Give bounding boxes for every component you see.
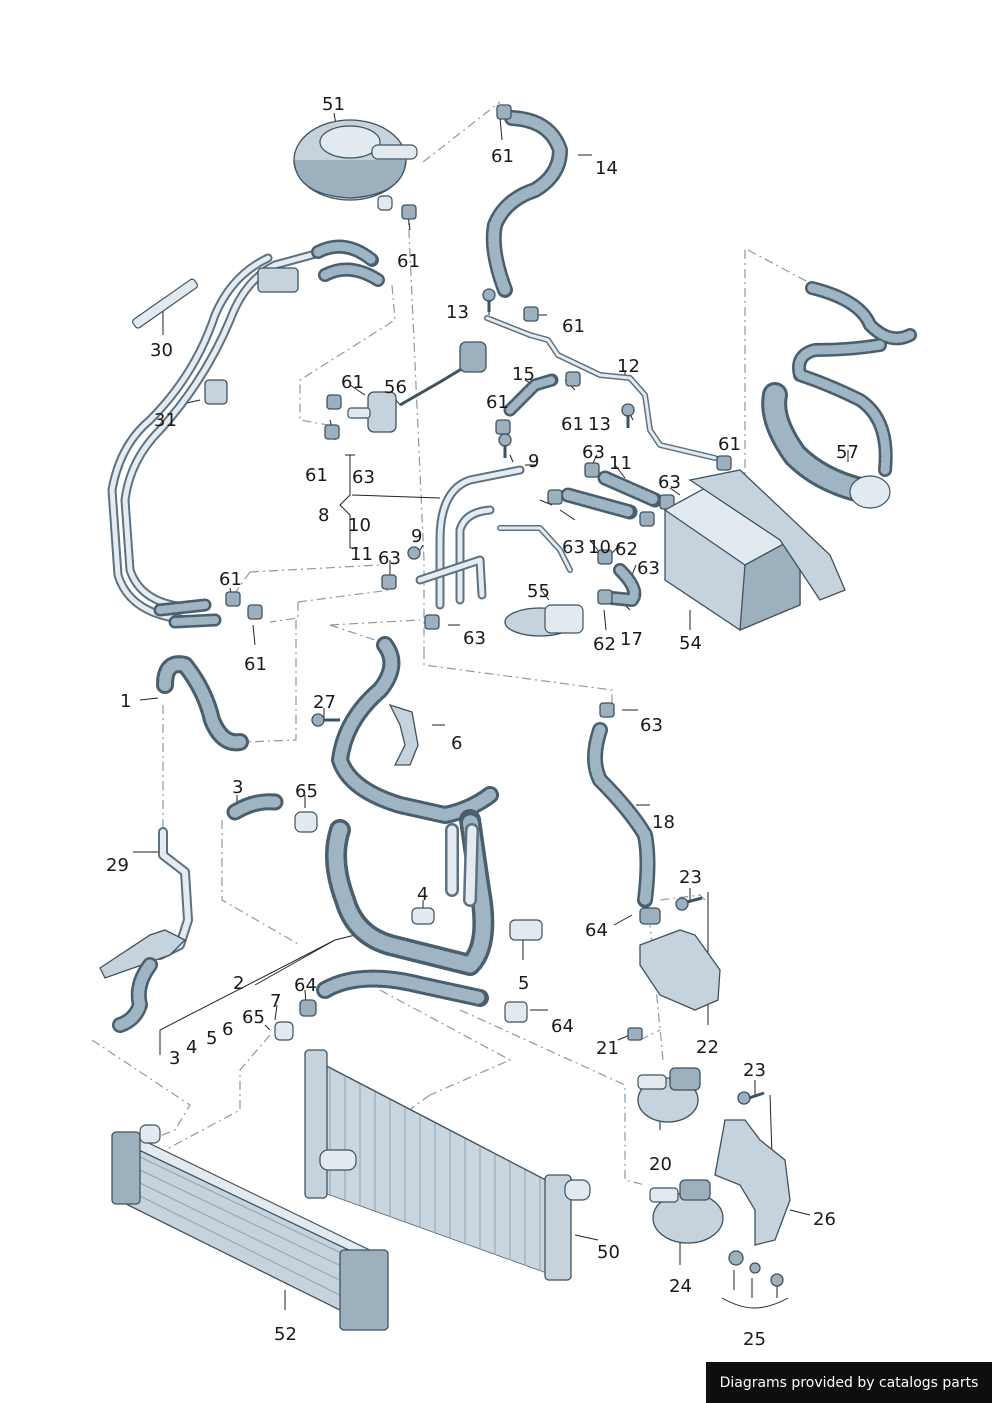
coolant-pipe-8 [415, 465, 573, 610]
callout-50: 50 [597, 1242, 620, 1263]
callout-5: 5 [518, 973, 529, 994]
callout-63: 63 [352, 467, 375, 488]
callout-63: 63 [637, 558, 660, 579]
callout-4: 4 [186, 1037, 197, 1058]
callout-10: 10 [348, 515, 371, 536]
callout-labels: 51 61 14 61 30 13 61 12 15 61 56 31 61 6… [106, 94, 859, 1350]
bolts [311, 288, 784, 1287]
callout-3: 3 [169, 1048, 180, 1069]
callout-56: 56 [384, 377, 407, 398]
callout-12: 12 [617, 356, 640, 377]
callout-23: 23 [679, 867, 702, 888]
callout-57: 57 [836, 442, 859, 463]
callout-27: 27 [313, 692, 336, 713]
callout-64: 64 [585, 920, 608, 941]
callout-4: 4 [417, 884, 428, 905]
callout-7: 7 [270, 991, 281, 1012]
callout-11: 11 [350, 544, 373, 565]
callout-62: 62 [593, 634, 616, 655]
callout-61: 61 [718, 434, 741, 455]
callout-52: 52 [274, 1324, 297, 1345]
hoses [112, 110, 917, 1033]
callout-8: 8 [318, 505, 329, 526]
callout-62: 62 [615, 539, 638, 560]
callout-61: 61 [244, 654, 267, 675]
callout-63: 63 [658, 472, 681, 493]
callout-64: 64 [294, 975, 317, 996]
expansion-tank-51 [293, 119, 418, 211]
callout-17: 17 [620, 629, 643, 650]
callout-3: 3 [232, 777, 243, 798]
callout-30: 30 [150, 340, 173, 361]
callout-18: 18 [652, 812, 675, 833]
callout-20: 20 [649, 1154, 672, 1175]
coolant-line-12 [484, 315, 718, 461]
callout-9: 9 [528, 451, 539, 472]
radiator-50 [304, 1049, 591, 1285]
callout-61: 61 [219, 569, 242, 590]
callout-13: 13 [446, 302, 469, 323]
pipe-29 [99, 827, 193, 979]
callout-61: 61 [561, 414, 584, 435]
callout-51: 51 [322, 94, 345, 115]
pump-24 [649, 1179, 724, 1244]
callout-61: 61 [305, 465, 328, 486]
callout-65: 65 [242, 1007, 265, 1028]
coolant-pipe-31 [107, 245, 335, 625]
callout-61: 61 [562, 316, 585, 337]
callout-22: 22 [696, 1037, 719, 1058]
callout-23: 23 [743, 1060, 766, 1081]
intercooler-52 [111, 1124, 389, 1331]
callout-29: 29 [106, 855, 129, 876]
callout-5: 5 [206, 1028, 217, 1049]
callout-14: 14 [595, 158, 618, 179]
credit-banner: Diagrams provided by catalogs parts [706, 1362, 992, 1403]
callout-25: 25 [743, 1329, 766, 1350]
callout-6: 6 [222, 1019, 233, 1040]
heat-exchanger-54 [663, 469, 846, 632]
callout-21: 21 [596, 1038, 619, 1059]
callout-1: 1 [120, 691, 131, 712]
callout-63: 63 [582, 442, 605, 463]
callout-2: 2 [233, 973, 244, 994]
callout-64: 64 [551, 1016, 574, 1037]
callout-61: 61 [491, 146, 514, 167]
bracket-26 [714, 1119, 791, 1246]
clamps [132, 104, 732, 1041]
callout-6: 6 [451, 733, 462, 754]
credit-text: Diagrams provided by catalogs parts [719, 1374, 979, 1391]
callout-61: 61 [486, 392, 509, 413]
bracket-6 [388, 703, 419, 766]
callout-11: 11 [609, 453, 632, 474]
callout-63: 63 [640, 715, 663, 736]
callout-63: 63 [562, 537, 585, 558]
callout-65: 65 [295, 781, 318, 802]
valve-56 [347, 341, 487, 433]
callout-24: 24 [669, 1276, 692, 1297]
pump-21 [637, 1067, 701, 1123]
callout-13: 13 [588, 414, 611, 435]
callout-61: 61 [341, 372, 364, 393]
callout-63: 63 [463, 628, 486, 649]
callout-63: 63 [378, 548, 401, 569]
callout-55: 55 [527, 581, 550, 602]
callout-15: 15 [512, 364, 535, 385]
callout-61: 61 [397, 251, 420, 272]
bracket-22 [639, 929, 721, 1011]
callout-9: 9 [411, 526, 422, 547]
callout-26: 26 [813, 1209, 836, 1230]
callout-10: 10 [588, 537, 611, 558]
callout-54: 54 [679, 633, 702, 654]
callout-31: 31 [154, 410, 177, 431]
pump-55 [504, 604, 584, 637]
